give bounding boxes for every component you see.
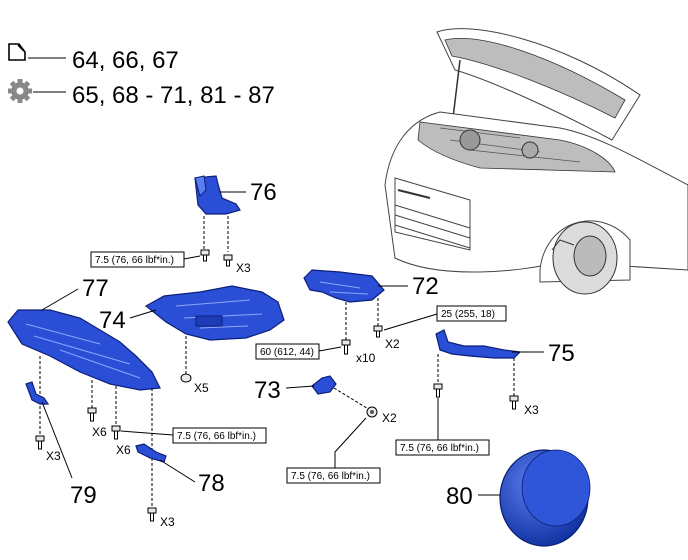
bolts-75 [433,383,519,410]
bolts-76 [200,249,233,267]
part-74-engine-undercover: 74 [99,285,285,374]
torque-parts-list: 65, 68 - 71, 81 - 87 [72,82,275,109]
callout-73: 73 [254,377,281,404]
callout-79: 79 [70,482,97,509]
torque-spec-76: 7.5 (76, 66 lbf*in.) [95,255,174,266]
torque-spec-73: 7.5 (76, 66 lbf*in.) [291,471,370,482]
qty-79: X3 [46,449,61,463]
qty-72-right: X2 [385,337,400,351]
part-73-bracket: 73 [254,375,371,411]
torque-gear-icon [8,79,32,103]
qty-77-b: X6 [116,443,131,457]
callout-76: 76 [250,179,277,206]
replace-part-icon [8,43,26,61]
torque-spec-75: 7.5 (76, 66 lbf*in.) [400,443,479,454]
qty-77-a: X6 [92,425,107,439]
qty-74: X5 [194,381,209,395]
qty-72-left: x10 [356,351,376,365]
bolt-79 [35,435,45,450]
replace-parts-list: 64, 66, 67 [72,47,179,74]
part-77-front-undercover: 77 [7,275,161,508]
part-72-cover: 72 [303,269,439,340]
torque-box-75 [395,439,490,456]
qty-78: X3 [160,515,175,529]
torque-spec-72-left: 60 (612, 44) [260,347,314,358]
qty-75: X3 [524,403,539,417]
bolts-77 [87,407,121,440]
torque-box-76 [90,251,185,268]
torque-box-72-left [255,343,320,360]
qty-73: X2 [382,411,397,425]
callout-72: 72 [412,273,439,300]
callout-75: 75 [548,340,575,367]
callout-78: 78 [198,470,225,497]
torque-box-72-right [436,305,507,322]
torque-spec-72-right: 25 (255, 18) [441,309,495,320]
part-75-bracket: 75 [435,329,575,396]
legend: 64, 66, 67 65, 68 - 71, 81 - 87 [8,43,275,109]
bolts-72 [341,325,383,355]
torque-box-73 [286,467,381,484]
torque-box-77 [172,427,267,444]
part-79-bracket: 79 [25,381,97,509]
torque-spec-77: 7.5 (76, 66 lbf*in.) [177,431,256,442]
part-78-bracket: 78 [135,443,225,497]
callout-74: 74 [99,307,126,334]
callout-80: 80 [446,483,473,510]
part-76-bracket: 76 [194,175,277,252]
part-80-cap: 80 [446,449,591,547]
bolt-73 [366,406,378,418]
bolt-78 [147,507,157,522]
callout-77: 77 [82,275,109,302]
clip-74 [180,373,192,383]
qty-76: X3 [236,261,251,275]
vehicle-illustration [384,28,688,295]
